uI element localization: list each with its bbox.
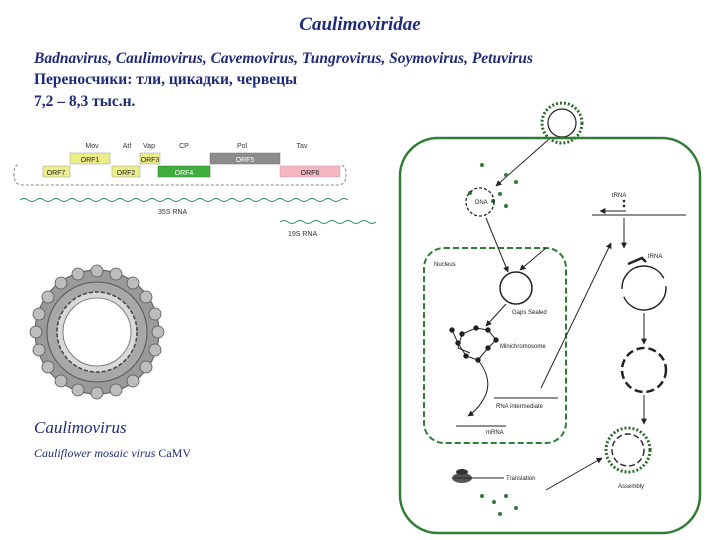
assembly-label: Assembly [618,484,644,490]
assembled-virion [604,426,652,474]
minichromosome-label: Minichromosome [500,344,546,350]
vectors-line: Переносчики: тли, цикадки, червецы [34,71,298,88]
rna-35s-label: 35S RNA [158,209,188,216]
genome-map: Mov Atf Vap CP Pol Tav ORF1 ORF3 ORF5 OR… [13,143,377,238]
reverse-transcription-circle [621,265,667,311]
orf6-label: ORF6 [301,170,320,177]
virus-label: Cauliflower mosaic virus CaMV [34,446,191,461]
orf3-box [139,152,161,165]
entering-virion [540,101,584,145]
genome-size-line: 7,2 – 8,3 тыс.н. [34,93,136,110]
orf5-box [209,152,281,165]
gene-label-cp: CP [179,143,189,150]
page-title: Caulimoviridae [299,14,421,35]
orf4-label: ORF4 [175,170,194,177]
orf7-box [42,165,71,178]
capsomer-ring [29,264,165,400]
dna-label: DNA [475,200,488,206]
orf6-box [279,165,341,178]
virion-core [62,297,132,367]
genus-label: Caulimovirus [34,418,127,437]
minichromosome [449,325,499,363]
gaps-sealed-label: Gaps Sealed [512,310,547,316]
orf2-box [111,165,141,178]
rna-19s-label: 19S RNA [288,231,318,238]
trna-label-top: tRNA [612,193,626,199]
cell-wall [398,136,702,535]
rna-intermediate-label: RNA intermediate [496,404,544,410]
gene-label-vap: Vap [143,143,155,150]
dna-genome [465,187,495,217]
minus-strand-circle [620,346,668,394]
trna-label-right: tRNA [648,254,662,260]
orf4-box [157,165,211,178]
gene-label-atf: Atf [123,143,132,150]
orf3-label: ORF3 [141,157,160,164]
translation-label: Translation [506,476,535,482]
lifecycle-diagram: DNA tRNA Nucleus Gaps Sealed Minichromos… [398,101,702,535]
orf1-label: ORF1 [81,157,100,164]
gene-label-pol: Pol [237,143,248,150]
gaps-sealed-circle [499,271,533,305]
genome-backbone [13,164,347,186]
nucleus-label: Nucleus [434,262,456,268]
rna-35s-line [19,198,349,202]
orf1-box [69,152,111,165]
gene-label-tav: Tav [297,143,308,150]
mrna-label: mRNA [486,430,504,436]
gene-label-mov: Mov [85,143,99,150]
virus-name: Cauliflower mosaic virus [34,446,156,460]
virion-cross-section [29,264,165,400]
orf7-label: ORF7 [47,170,66,177]
nucleus [423,247,567,444]
orf5-label: ORF5 [236,157,255,164]
virus-abbreviation: CaMV [158,446,192,460]
genera-line: Badnavirus, Caulimovirus, Cavemovirus, T… [34,50,533,67]
protein-products [480,494,518,516]
rna-19s-line [279,220,377,224]
orf2-label: ORF2 [117,170,136,177]
